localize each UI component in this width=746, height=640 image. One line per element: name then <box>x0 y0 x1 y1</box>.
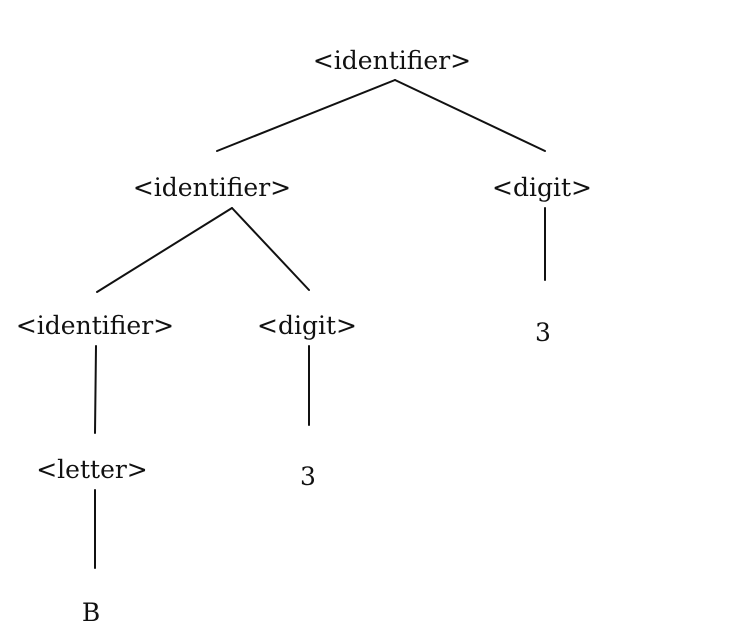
middle-digit-node: <digit> <box>257 311 357 340</box>
left-identifier-node: <identifier> <box>133 173 291 202</box>
edge-root-to-identifier <box>216 79 396 152</box>
edge-identifier-to-digit <box>231 207 310 291</box>
edge-root-to-digit <box>394 79 546 152</box>
letter-value: B <box>82 598 100 627</box>
edge-leftmost-identifier-to-letter <box>94 345 97 434</box>
right-digit-node: <digit> <box>492 173 592 202</box>
leftmost-identifier-node: <identifier> <box>16 311 174 340</box>
letter-node: <letter> <box>36 455 148 484</box>
right-digit-value: 3 <box>535 318 551 347</box>
root-identifier-node: <identifier> <box>313 46 471 75</box>
middle-digit-value: 3 <box>300 462 316 491</box>
edge-identifier-to-leftmost-identifier <box>96 207 233 293</box>
